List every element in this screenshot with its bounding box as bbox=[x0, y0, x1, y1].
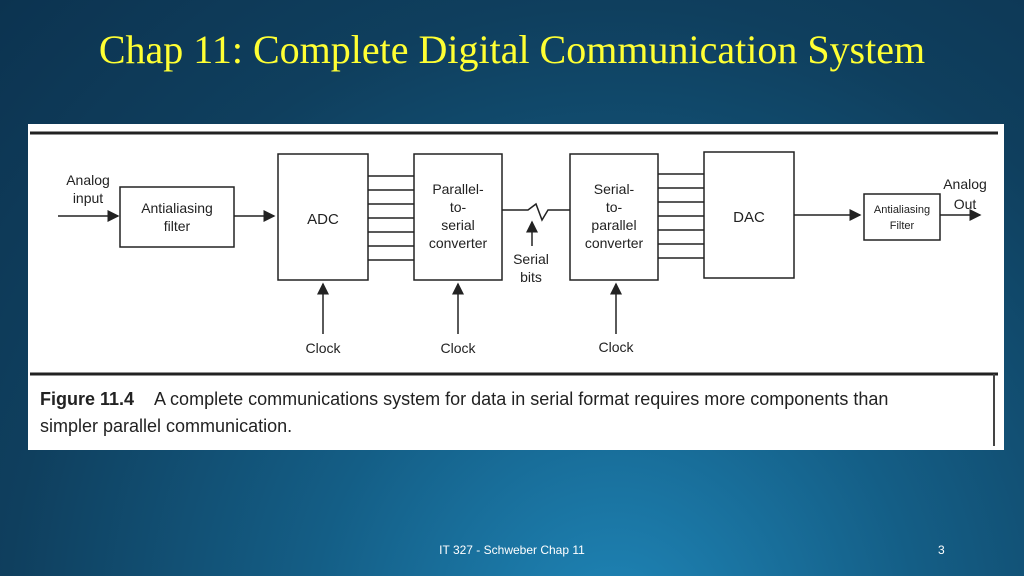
clock-label-s2p: Clock bbox=[598, 339, 634, 355]
figure-label: Figure 11.4 bbox=[40, 389, 135, 409]
s2p-box bbox=[569, 153, 659, 281]
figure-panel: Analog input Antialiasing filter ADC Par… bbox=[28, 124, 1004, 450]
antialias-in-label-2: filter bbox=[164, 218, 191, 234]
output-label-2: Out bbox=[954, 196, 977, 212]
dac-label: DAC bbox=[733, 209, 765, 226]
p2s-label-2: to- bbox=[450, 199, 467, 215]
figure-caption-text: A complete communications system for dat… bbox=[40, 389, 889, 436]
clock-label-p2s: Clock bbox=[440, 340, 476, 356]
antialias-out-box bbox=[863, 193, 941, 241]
p2s-label-4: converter bbox=[429, 235, 488, 251]
antialias-in-box bbox=[119, 186, 235, 248]
clock-label-adc: Clock bbox=[305, 340, 341, 356]
adc-label: ADC bbox=[307, 211, 339, 228]
adc-parallel-bus bbox=[368, 175, 414, 261]
serial-bits-label-2: bits bbox=[520, 269, 542, 285]
block-diagram: Analog input Antialiasing filter ADC Par… bbox=[30, 131, 998, 446]
p2s-label-1: Parallel- bbox=[432, 181, 484, 197]
adc-box bbox=[277, 153, 369, 281]
s2p-label-1: Serial- bbox=[594, 181, 635, 197]
input-label-1: Analog bbox=[66, 172, 110, 188]
serial-bits-label-1: Serial bbox=[513, 251, 549, 267]
output-label-1: Analog bbox=[943, 176, 987, 192]
s2p-label-3: parallel bbox=[591, 217, 636, 233]
dac-parallel-bus bbox=[658, 173, 704, 259]
antialias-in-label-1: Antialiasing bbox=[141, 200, 213, 216]
antialias-out-label-2: Filter bbox=[890, 220, 915, 232]
antialias-out-label-1: Antialiasing bbox=[874, 204, 930, 216]
p2s-box bbox=[413, 153, 503, 281]
s2p-label-2: to- bbox=[606, 199, 623, 215]
s2p-label-4: converter bbox=[585, 235, 644, 251]
page-number: 3 bbox=[938, 543, 945, 557]
slide-title: Chap 11: Complete Digital Communication … bbox=[98, 27, 926, 72]
input-label-2: input bbox=[73, 190, 103, 206]
serial-line bbox=[502, 202, 570, 222]
footer-text: IT 327 - Schweber Chap 11 bbox=[439, 543, 585, 557]
p2s-label-3: serial bbox=[441, 217, 474, 233]
